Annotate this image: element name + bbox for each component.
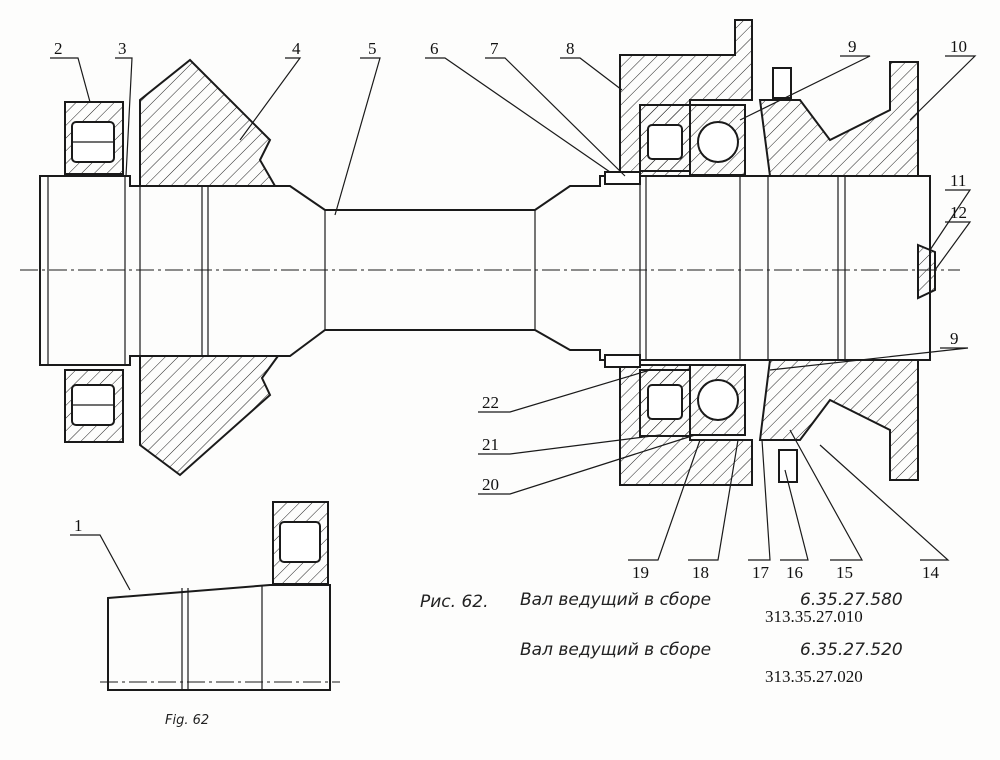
callout-16: 16 [786, 563, 803, 582]
callout-10: 10 [950, 37, 967, 56]
callout-20: 20 [482, 475, 499, 494]
detail-view [100, 501, 340, 691]
bevel-gear [139, 58, 280, 477]
callout-5: 5 [368, 39, 377, 58]
fig-tag: Fig. 62 [165, 713, 209, 728]
callout-9-bottom: 9 [950, 329, 959, 348]
caption-title-1: Вал ведущий в сборе [520, 590, 711, 610]
callout-3: 3 [118, 39, 127, 58]
callout-11: 11 [950, 171, 966, 190]
callout-6: 6 [430, 39, 439, 58]
caption-code-1b: 313.35.27.010 [765, 607, 863, 626]
callout-18: 18 [692, 563, 709, 582]
caption-code-1: 6.35.27.580 [800, 590, 903, 610]
callout-15: 15 [836, 563, 853, 582]
callout-12: 12 [950, 203, 967, 222]
caption-code-2: 6.35.27.520 [800, 640, 903, 660]
callout-17: 17 [752, 563, 770, 582]
leader-lines [50, 55, 977, 591]
caption-code-2b: 313.35.27.020 [765, 667, 863, 686]
callout-14: 14 [922, 563, 940, 582]
callout-2: 2 [54, 39, 63, 58]
left-bearing [64, 101, 124, 443]
callout-7: 7 [490, 39, 499, 58]
right-bearings [639, 104, 746, 437]
caption-title-2: Вал ведущий в сборе [520, 640, 711, 660]
callout-19: 19 [632, 563, 649, 582]
callout-1: 1 [74, 516, 83, 535]
fig-label: Рис. 62. [420, 592, 489, 612]
flange-cover [758, 61, 919, 483]
callout-8: 8 [566, 39, 575, 58]
callout-21: 21 [482, 435, 499, 454]
end-nut [917, 243, 936, 300]
callout-22: 22 [482, 393, 499, 412]
caption-block: Рис. 62. Вал ведущий в сборе 6.35.27.580… [165, 590, 903, 728]
callout-9-top: 9 [848, 37, 857, 56]
callout-4: 4 [292, 39, 301, 58]
callout-labels: 2 3 4 5 6 7 8 9 10 11 12 9 22 21 20 19 1… [54, 37, 967, 582]
